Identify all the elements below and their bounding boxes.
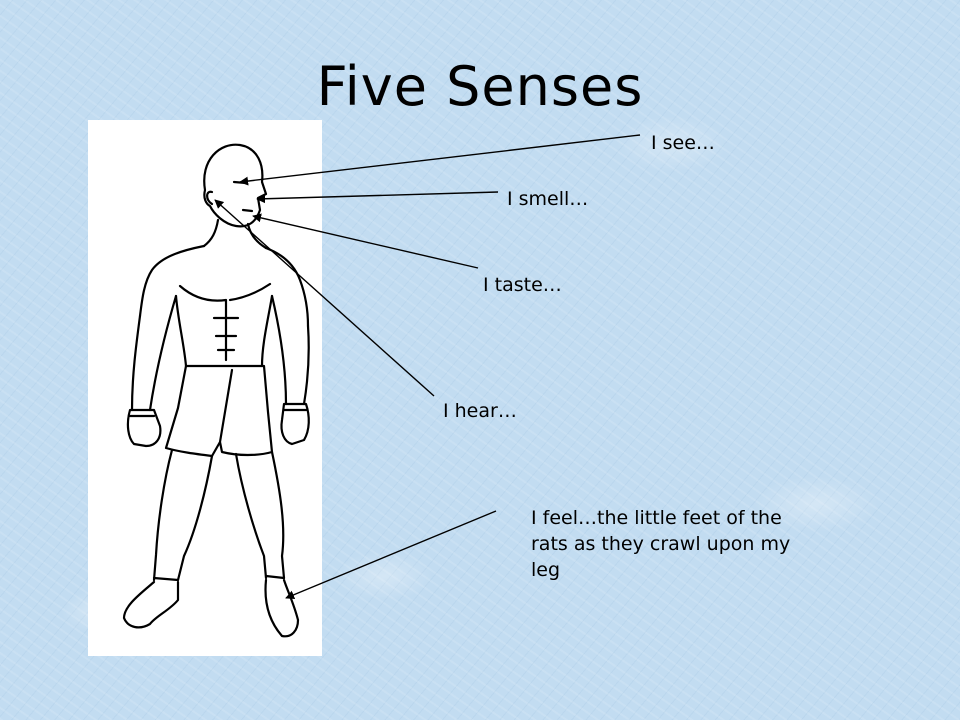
pointer-lines <box>214 134 641 600</box>
right-fist <box>280 402 310 446</box>
neck <box>202 218 268 250</box>
pointer-smell <box>256 191 499 204</box>
label-smell: I smell… <box>507 188 589 210</box>
left-leg <box>152 448 214 582</box>
right-leg <box>234 450 286 580</box>
human-figure-drawing <box>122 143 310 638</box>
left-foot <box>122 580 180 629</box>
head-outline <box>203 143 268 228</box>
ankle-bands <box>152 574 286 582</box>
right-arm <box>270 294 310 406</box>
label-see: I see… <box>651 132 715 154</box>
pointer-taste <box>252 213 479 269</box>
loincloth <box>164 364 274 458</box>
label-taste: I taste… <box>483 274 562 296</box>
pointer-hear <box>214 199 435 397</box>
left-arm <box>130 294 178 412</box>
right-foot <box>264 578 300 638</box>
torso-outline <box>138 244 310 328</box>
label-feel: I feel…the little feet of the rats as th… <box>531 507 791 581</box>
left-fist <box>126 408 162 448</box>
chest-lines <box>178 282 272 362</box>
ear <box>206 190 214 206</box>
torso-sides <box>174 294 274 368</box>
pointer-see <box>239 134 641 186</box>
label-hear: I hear… <box>443 400 517 422</box>
slide-title: Five Senses <box>316 55 644 118</box>
mouth <box>241 208 254 213</box>
abs-lines <box>212 316 240 352</box>
pointer-feel <box>285 510 497 600</box>
